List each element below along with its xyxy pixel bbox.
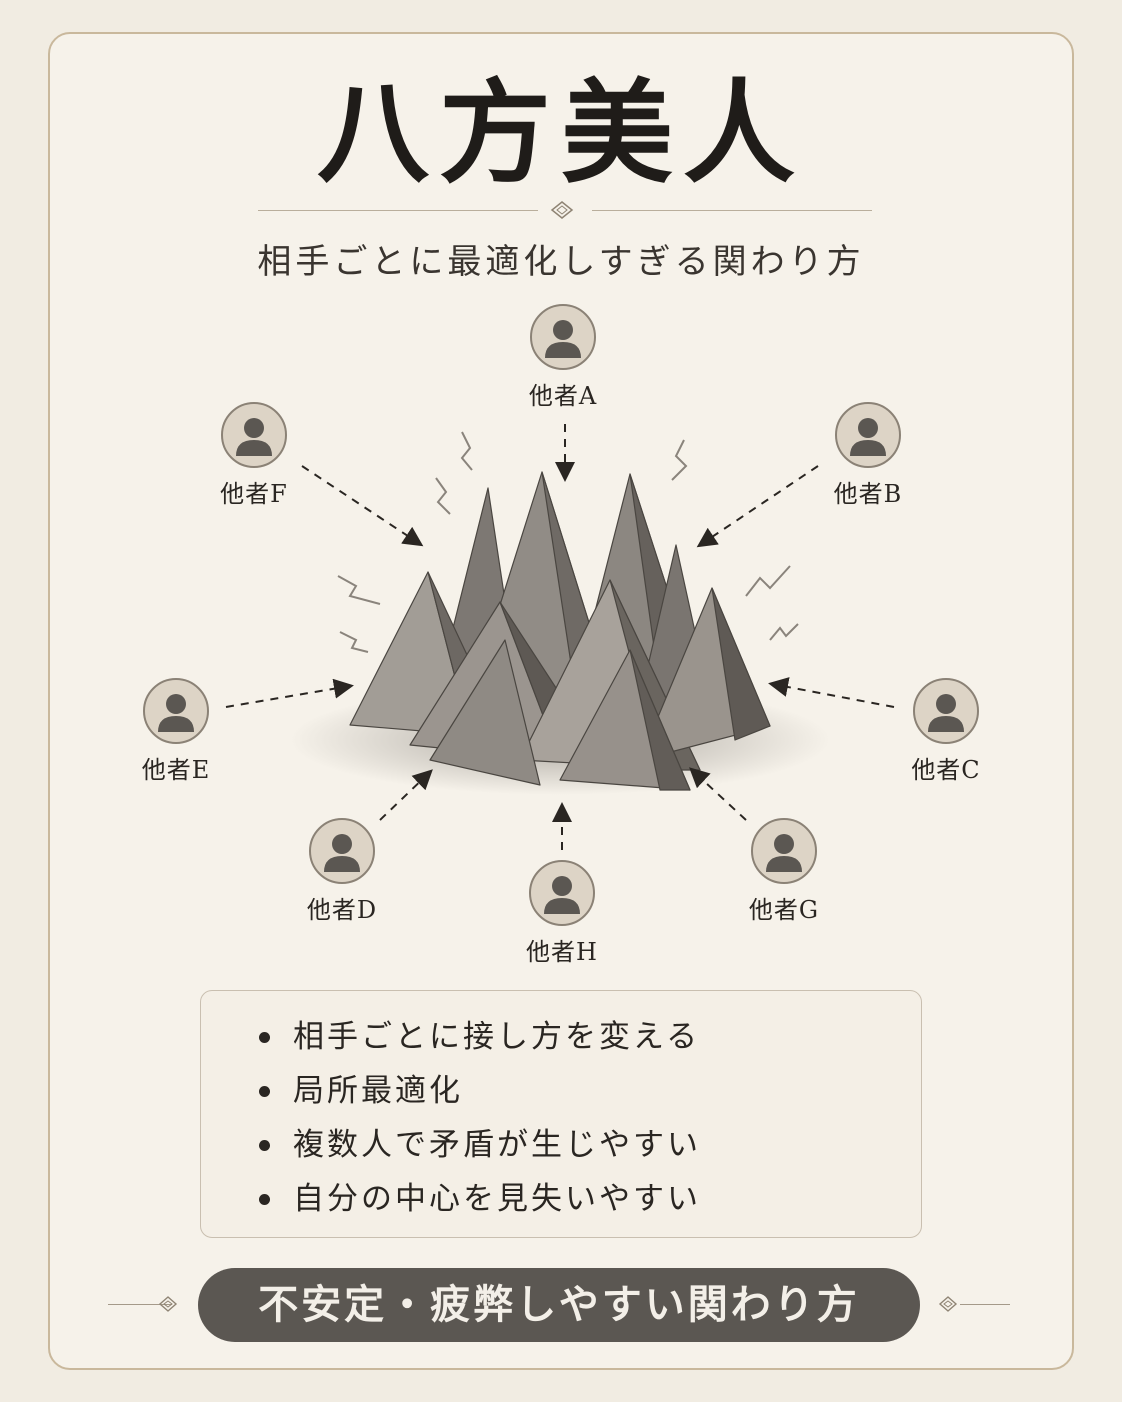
traits-box: 相手ごとに接し方を変える 局所最適化 複数人で矛盾が生じやすい 自分の中心を見失…	[200, 990, 922, 1238]
person-f: 他者F	[184, 402, 324, 509]
person-h: 他者H	[492, 860, 632, 967]
person-c: 他者C	[876, 678, 1016, 785]
arrow-e	[225, 678, 354, 708]
banner-divider-right	[960, 1304, 1010, 1305]
person-label: 他者A	[528, 382, 598, 410]
person-label: 他者D	[306, 896, 378, 924]
person-icon	[751, 818, 817, 884]
tension-marks	[337, 431, 799, 653]
arrow-g	[689, 767, 747, 821]
conclusion-banner: 不安定・疲弊しやすい関わり方	[198, 1268, 920, 1342]
person-label: 他者G	[748, 896, 820, 924]
person-label: 他者E	[141, 756, 211, 784]
person-icon	[835, 402, 901, 468]
person-icon	[913, 678, 979, 744]
person-g: 他者G	[714, 818, 854, 925]
diamond-ornament-icon	[938, 1296, 958, 1312]
list-item: 局所最適化	[259, 1069, 921, 1123]
subtitle: 相手ごとに最適化しすぎる関わり方	[257, 242, 865, 282]
person-label: 他者F	[220, 480, 288, 508]
person-icon	[530, 304, 596, 370]
title-divider-right	[592, 210, 872, 211]
person-e: 他者E	[106, 678, 246, 785]
person-label: 他者H	[526, 938, 598, 966]
person-icon	[143, 678, 209, 744]
mountain-icon	[349, 471, 771, 791]
diamond-ornament-icon	[550, 201, 574, 219]
title-divider-left	[258, 210, 538, 211]
list-item: 自分の中心を見失いやすい	[259, 1177, 921, 1231]
arrow-c	[768, 677, 895, 708]
relationship-diagram	[225, 424, 895, 850]
influence-arrows	[225, 424, 895, 850]
arrow-d	[379, 769, 433, 821]
person-d: 他者D	[272, 818, 412, 925]
person-a: 他者A	[493, 304, 633, 411]
traits-list: 相手ごとに接し方を変える 局所最適化 複数人で矛盾が生じやすい 自分の中心を見失…	[201, 991, 921, 1231]
list-item: 相手ごとに接し方を変える	[259, 1015, 921, 1069]
page-title: 八方美人	[317, 68, 805, 199]
person-label: 他者C	[911, 756, 981, 784]
diamond-ornament-icon	[158, 1296, 178, 1312]
person-label: 他者B	[833, 480, 903, 508]
banner-divider-left	[108, 1304, 172, 1305]
person-icon	[309, 818, 375, 884]
person-icon	[221, 402, 287, 468]
person-icon	[529, 860, 595, 926]
person-b: 他者B	[798, 402, 938, 509]
list-item: 複数人で矛盾が生じやすい	[259, 1123, 921, 1177]
